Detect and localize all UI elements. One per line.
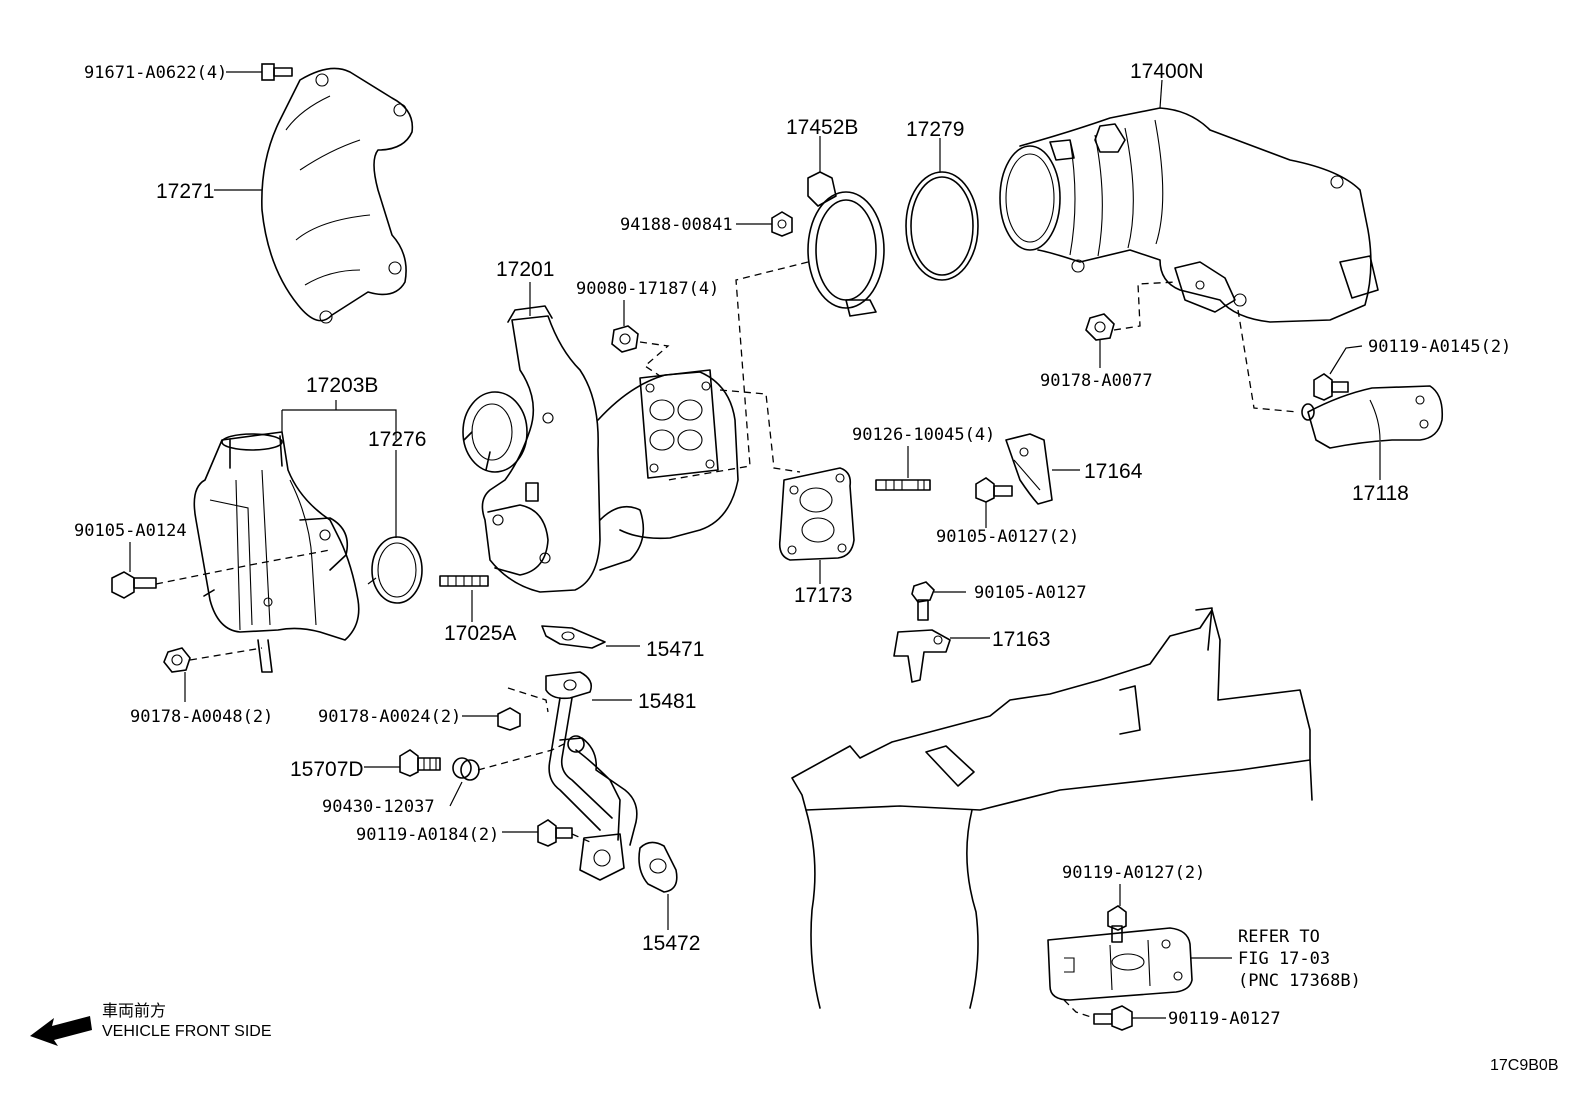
label-17279: 17279 xyxy=(906,118,964,141)
vehicle-front-caption: 車両前方 VEHICLE FRONT SIDE xyxy=(102,1001,272,1040)
label-17203b: 17203B xyxy=(306,374,378,397)
label-17201: 17201 xyxy=(496,258,554,281)
nut-90178-a0048 xyxy=(163,647,191,673)
gasket-15471 xyxy=(541,625,606,649)
gasket-15472 xyxy=(638,841,678,893)
label-17173: 17173 xyxy=(794,584,852,607)
turbocharger-17201 xyxy=(462,305,739,593)
bolt-90119-a0127-2 xyxy=(1107,905,1127,943)
bracket-refer-fig-17-03 xyxy=(1047,927,1193,1001)
label-17163: 17163 xyxy=(992,628,1050,651)
label-90105-a0127: 90105-A0127 xyxy=(974,583,1087,603)
label-90178-a0048: 90178-A0048(2) xyxy=(130,707,273,727)
label-17400n: 17400N xyxy=(1130,60,1204,83)
nut-90080 xyxy=(611,325,639,353)
bolt-90105-a0127-2 xyxy=(975,477,1013,503)
turbine-outlet-elbow-17203b xyxy=(193,431,360,673)
label-15707d: 15707D xyxy=(290,758,364,781)
label-94188-00841: 94188-00841 xyxy=(620,215,733,235)
nut-90178-a0077 xyxy=(1085,313,1115,341)
bolt-90119-a0184 xyxy=(537,819,573,847)
bracket-17118 xyxy=(1301,385,1444,449)
clamp-17452b xyxy=(807,171,885,317)
label-15471: 15471 xyxy=(646,638,704,661)
nut-94188 xyxy=(771,211,793,237)
catalytic-converter-17400n xyxy=(999,107,1379,323)
gasket-ring-17276 xyxy=(367,536,423,604)
label-90178-a0024: 90178-A0024(2) xyxy=(318,707,461,727)
label-90119-a0184: 90119-A0184(2) xyxy=(356,825,499,845)
label-90119-a0145: 90119-A0145(2) xyxy=(1368,337,1511,357)
nut-90178-a0024 xyxy=(497,707,521,731)
heat-insulator-17271 xyxy=(261,67,414,324)
refer-line-2: FIG 17-03 xyxy=(1238,949,1330,969)
label-90105-a0127-2: 90105-A0127(2) xyxy=(936,527,1079,547)
figure-code: 17C9B0B xyxy=(1490,1057,1559,1074)
oil-pipe-15481 xyxy=(545,671,638,881)
label-17118: 17118 xyxy=(1352,482,1409,505)
label-90119-a0127: 90119-A0127 xyxy=(1168,1009,1281,1029)
bracket-17163 xyxy=(893,629,951,683)
refer-line-1: REFER TO xyxy=(1238,927,1320,947)
label-90080-17187: 90080-17187(4) xyxy=(576,279,719,299)
union-bolt-15707d xyxy=(399,749,441,777)
bracket-17164 xyxy=(1005,433,1053,505)
label-17452b: 17452B xyxy=(786,116,858,139)
label-90178-a0077: 90178-A0077 xyxy=(1040,371,1153,391)
stud-90126 xyxy=(875,479,931,491)
label-17271: 17271 xyxy=(156,180,214,203)
label-90105-a0124: 90105-A0124 xyxy=(74,521,187,541)
refer-note: REFER TO FIG 17-03 (PNC 17368B) xyxy=(1238,927,1361,991)
engine-block-outline xyxy=(791,607,1313,1009)
label-15481: 15481 xyxy=(638,690,696,713)
label-91671-a0622: 91671-A0622(4) xyxy=(84,63,227,83)
bolt-90119-a0145 xyxy=(1313,373,1349,401)
stud-17025a xyxy=(439,575,489,587)
vehicle-front-en: VEHICLE FRONT SIDE xyxy=(102,1023,272,1040)
label-17025a: 17025A xyxy=(444,622,516,645)
gasket-ring-17279 xyxy=(905,171,979,281)
part-labels: 91671-A0622(4) 17271 17203B 17276 90105-… xyxy=(74,60,1511,1029)
label-17164: 17164 xyxy=(1084,460,1143,483)
bolt-91671 xyxy=(261,63,293,81)
label-15472: 15472 xyxy=(642,932,700,955)
label-90126-10045: 90126-10045(4) xyxy=(852,425,995,445)
gasket-17173 xyxy=(778,467,855,561)
bolt-90105-a0124 xyxy=(111,571,157,599)
bolt-90105-a0127 xyxy=(911,581,935,621)
vehicle-front-jp: 車両前方 xyxy=(102,1001,166,1020)
gasket-90430 xyxy=(452,757,480,781)
label-90430-12037: 90430-12037 xyxy=(322,797,435,817)
refer-line-3: (PNC 17368B) xyxy=(1238,971,1361,991)
bolt-90119-a0127 xyxy=(1093,1005,1133,1031)
label-17276: 17276 xyxy=(368,428,426,451)
vehicle-front-arrow-icon xyxy=(30,1016,92,1046)
label-90119-a0127-2: 90119-A0127(2) xyxy=(1062,863,1205,883)
